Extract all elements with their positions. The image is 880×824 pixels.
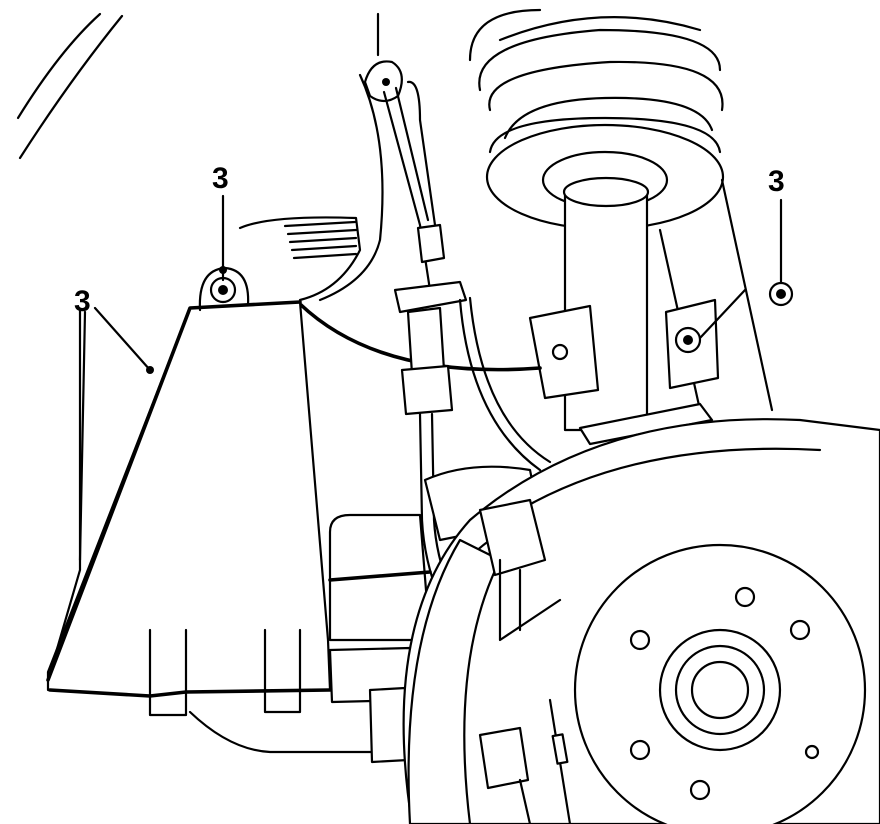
leader-lines [78, 194, 783, 562]
sensor-cable [363, 60, 552, 602]
callout-label-3b: 3 [74, 285, 91, 318]
pad-clips [407, 498, 572, 824]
wheelhouse-outline [238, 12, 542, 372]
body-panel-edge [16, 12, 124, 160]
loose-nut [768, 281, 794, 307]
splash-shield [46, 266, 412, 754]
strut-bracket [528, 298, 720, 446]
callout-label-3a: 3 [212, 162, 229, 195]
callout-label-3c: 3 [768, 165, 785, 198]
